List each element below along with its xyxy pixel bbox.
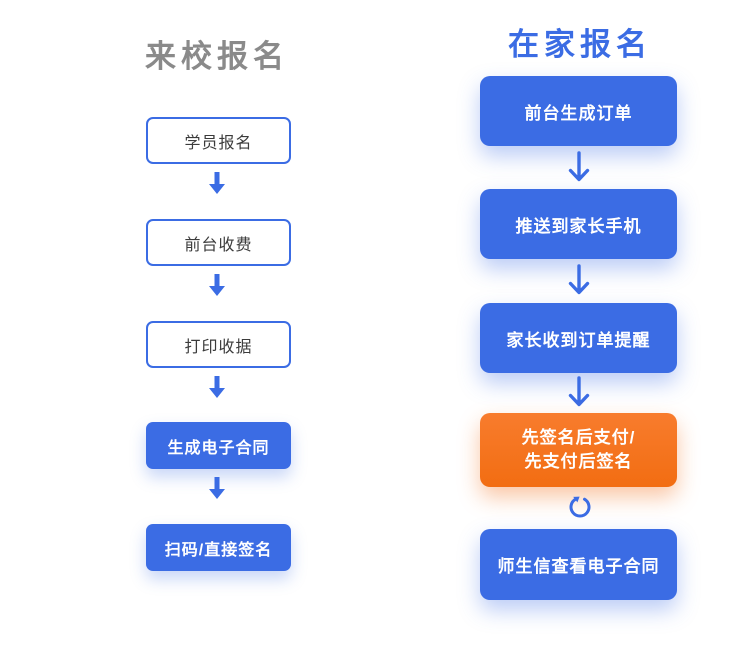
- flow-step-label: 家长收到订单提醒: [506, 330, 651, 350]
- down-arrow-icon: [208, 376, 226, 400]
- flow-step-order-reminder: 家长收到订单提醒: [480, 303, 677, 373]
- flow-step-print-receipt: 打印收据: [146, 321, 291, 368]
- flow-step-frontdesk-charge: 前台收费: [146, 219, 291, 266]
- down-arrow-icon: [566, 151, 592, 183]
- down-arrow-icon: [208, 274, 226, 298]
- flow-step-label: 学员报名: [184, 134, 253, 152]
- flow-step-student-signup: 学员报名: [146, 117, 291, 164]
- left-flow-title: 来校报名: [145, 39, 289, 74]
- flow-step-label: 前台收费: [184, 236, 253, 254]
- down-arrow-icon: [208, 172, 226, 196]
- flow-step-label: 打印收据: [184, 338, 253, 356]
- flow-step-label-line1: 先签名后支付/: [521, 428, 636, 447]
- down-arrow-icon: [566, 376, 592, 408]
- flow-step-push-to-phone: 推送到家长手机: [480, 189, 677, 259]
- right-flow-title: 在家报名: [508, 27, 652, 62]
- flow-step-label-line2: 先支付后签名: [524, 452, 633, 471]
- flow-step-generate-contract: 生成电子合同: [146, 422, 291, 469]
- flow-step-scan-sign: 扫码/直接签名: [146, 524, 291, 571]
- flow-step-label: 扫码/直接签名: [164, 541, 273, 559]
- flow-step-label: 前台生成订单: [524, 103, 633, 123]
- flow-step-view-contract: 师生信查看电子合同: [480, 529, 677, 600]
- flow-step-sign-or-pay-order: 先签名后支付/ 先支付后签名: [480, 413, 677, 487]
- flow-step-label: 推送到家长手机: [515, 216, 642, 236]
- down-arrow-icon: [566, 264, 592, 296]
- flow-step-label: 生成电子合同: [167, 439, 270, 457]
- flow-step-label: 先签名后支付/ 先支付后签名: [522, 426, 636, 474]
- flow-step-label: 师生信查看电子合同: [497, 557, 660, 576]
- loop-rotate-icon: [566, 492, 594, 520]
- flow-step-create-order: 前台生成订单: [480, 76, 677, 146]
- down-arrow-icon: [208, 477, 226, 501]
